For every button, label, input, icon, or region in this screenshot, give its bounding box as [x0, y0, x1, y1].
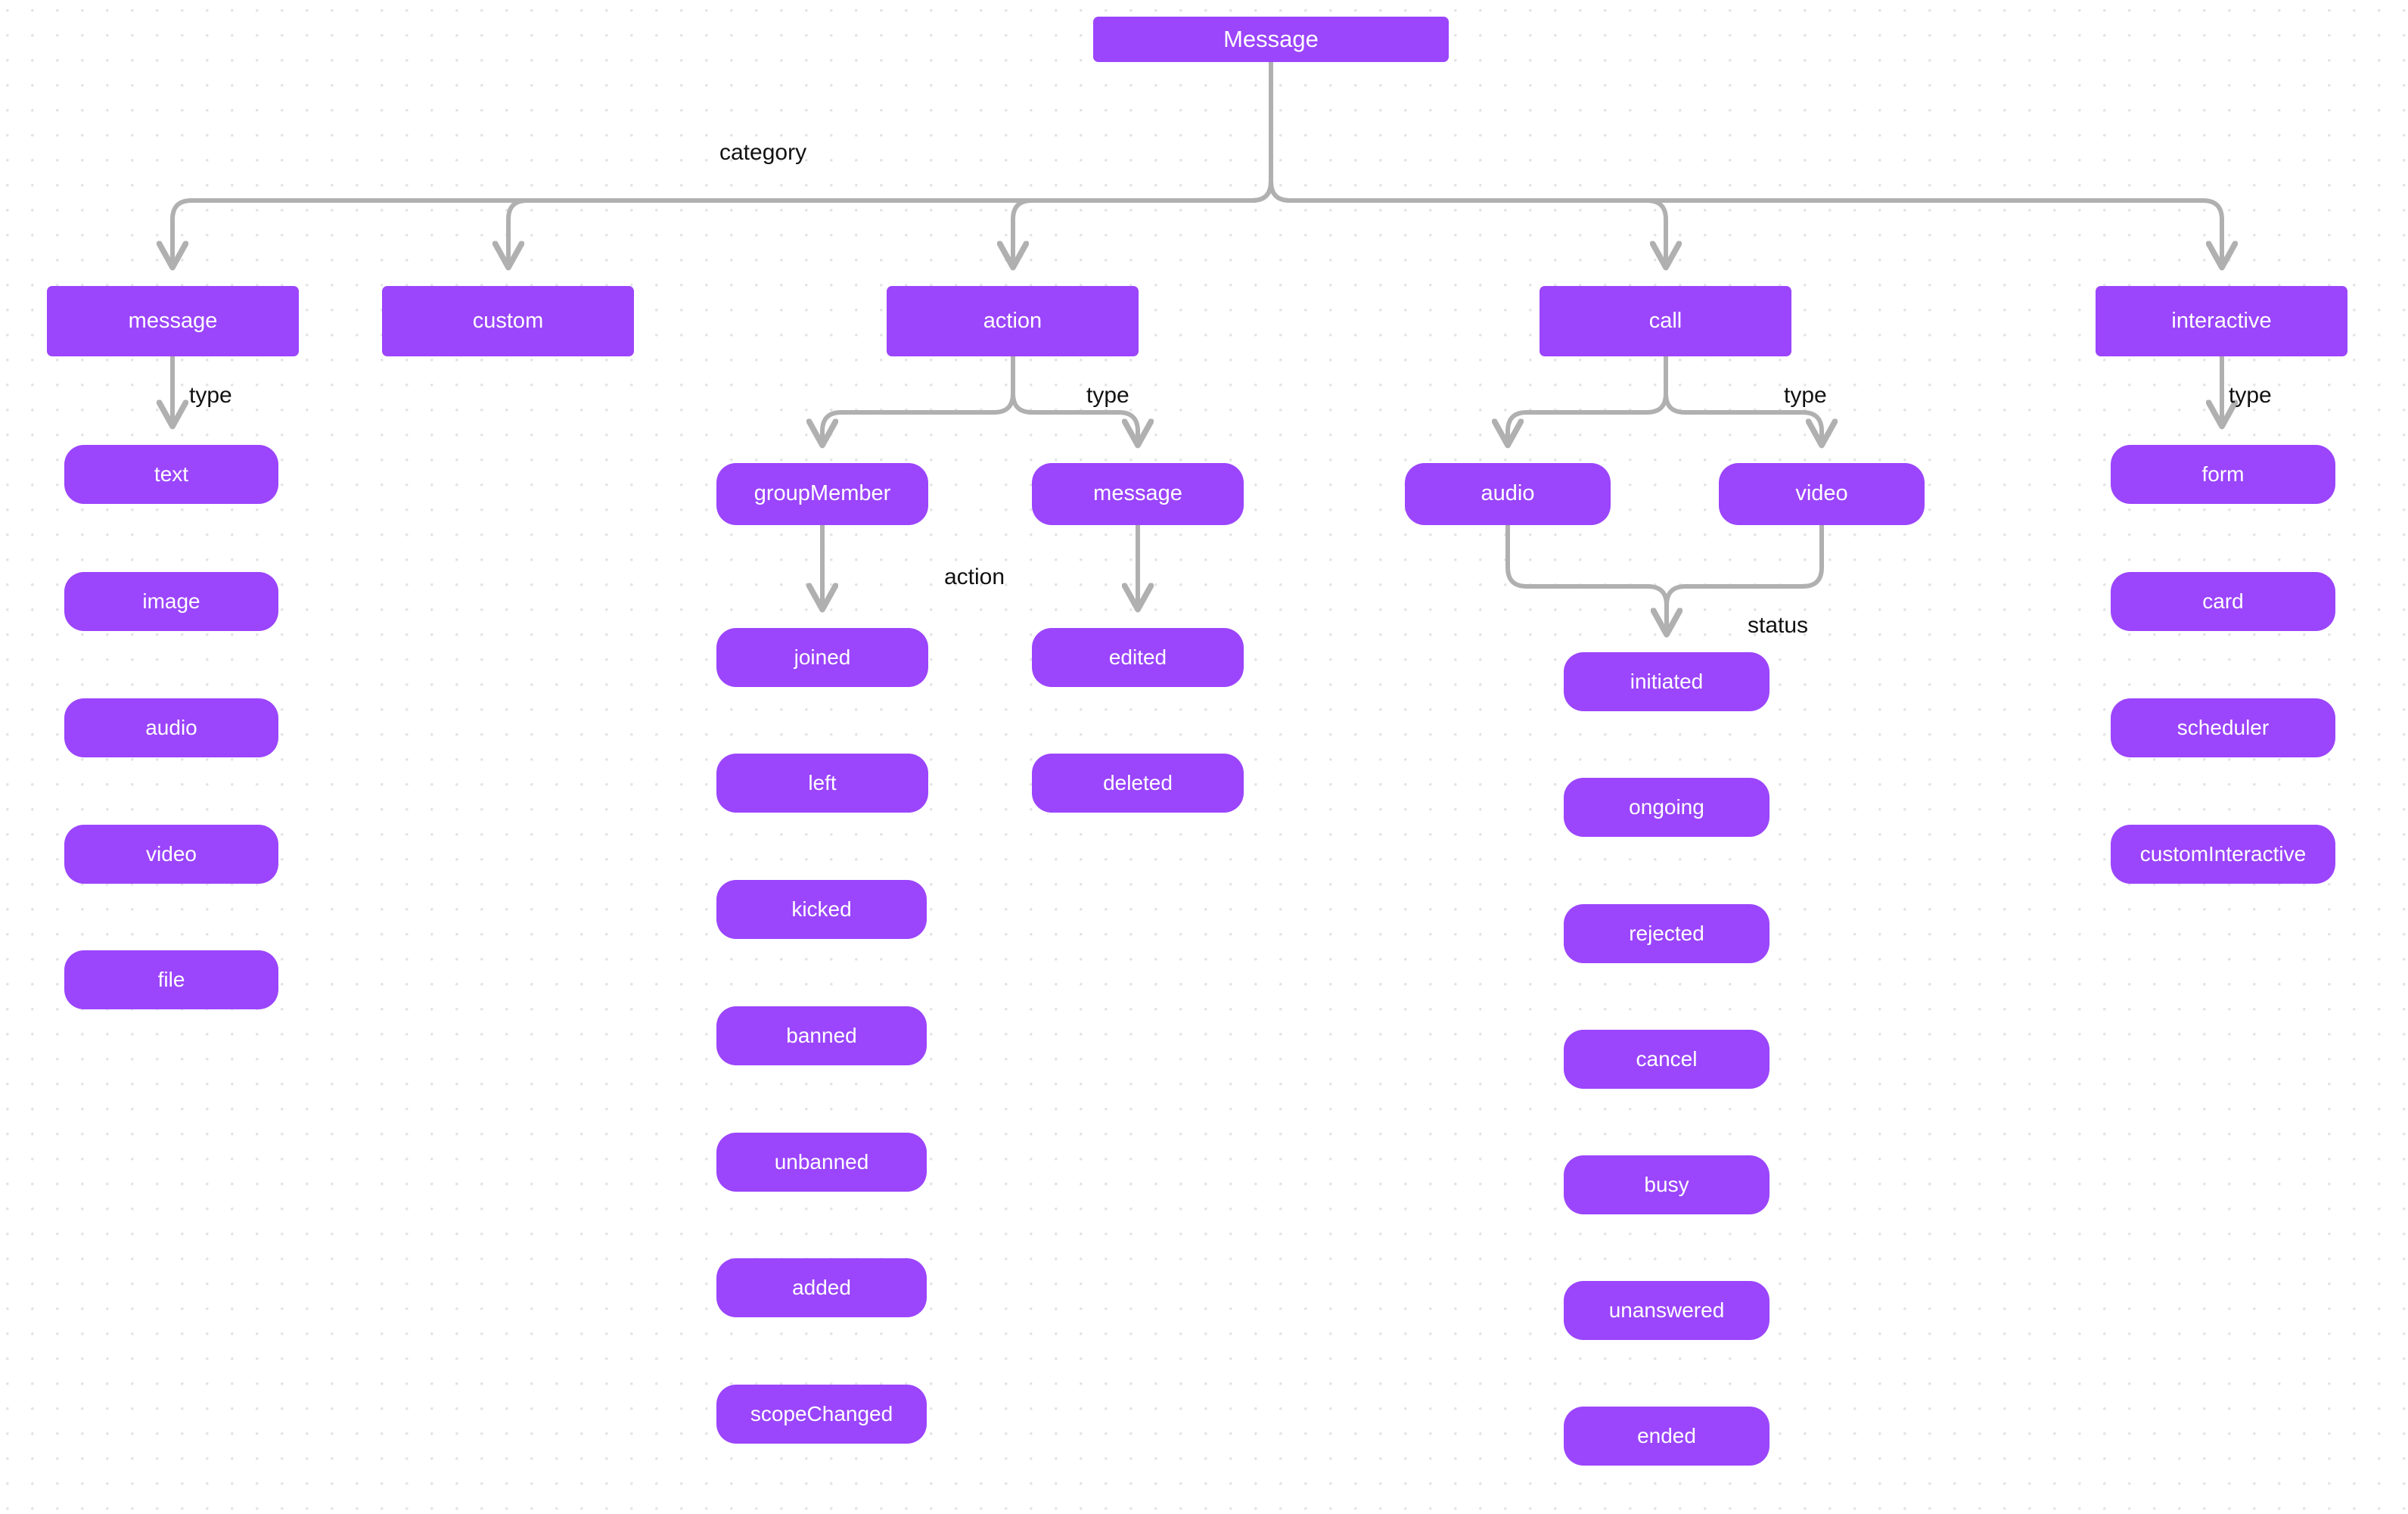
edge-message-to-action: [1013, 60, 1273, 265]
edge-message-to-interactive: [1269, 60, 2222, 265]
node-leaf-form[interactable]: form: [2111, 445, 2335, 504]
node-leaf-cancel[interactable]: cancel: [1564, 1030, 1769, 1089]
node-leaf-left[interactable]: left: [716, 754, 928, 813]
node-category-call[interactable]: call: [1540, 286, 1791, 356]
node-leaf-kicked[interactable]: kicked: [716, 880, 927, 939]
node-leaf-file[interactable]: file: [64, 950, 278, 1009]
edge-message-to-custom: [508, 60, 1273, 265]
node-category-message[interactable]: message: [47, 286, 299, 356]
node-leaf-card[interactable]: card: [2111, 572, 2335, 631]
node-category-interactive[interactable]: interactive: [2096, 286, 2347, 356]
edge-label-type: type: [189, 383, 232, 408]
node-leaf-initiated[interactable]: initiated: [1564, 652, 1769, 711]
node-leaf-scheduler[interactable]: scheduler: [2111, 698, 2335, 757]
edge-label-type: type: [1784, 383, 1827, 408]
edge-label-status: status: [1748, 613, 1809, 638]
edge-label-type: type: [1086, 383, 1129, 408]
edge-audio-to-initiated: [1505, 523, 1667, 632]
edge-action-to-groupmember: [822, 354, 1015, 443]
node-sub-message[interactable]: message: [1032, 463, 1244, 525]
node-leaf-image[interactable]: image: [64, 572, 278, 631]
edge-label-action: action: [944, 564, 1005, 589]
node-sub-audio[interactable]: audio: [1405, 463, 1611, 525]
node-leaf-added[interactable]: added: [716, 1258, 927, 1317]
node-leaf-joined[interactable]: joined: [716, 628, 928, 687]
node-leaf-video[interactable]: video: [64, 825, 278, 884]
node-leaf-unbanned[interactable]: unbanned: [716, 1133, 927, 1192]
edge-label-type: type: [2229, 383, 2272, 408]
node-leaf-custom-interactive[interactable]: customInteractive: [2111, 825, 2335, 884]
node-leaf-unanswered[interactable]: unanswered: [1564, 1281, 1769, 1340]
node-leaf-audio[interactable]: audio: [64, 698, 278, 757]
node-leaf-ongoing[interactable]: ongoing: [1564, 778, 1769, 837]
edge-message-to-call: [1269, 60, 1666, 265]
node-leaf-banned[interactable]: banned: [716, 1006, 927, 1065]
edge-call-to-audio: [1508, 354, 1668, 443]
node-leaf-busy[interactable]: busy: [1564, 1155, 1769, 1214]
node-root-message[interactable]: Message: [1093, 17, 1449, 62]
node-category-custom[interactable]: custom: [382, 286, 634, 356]
node-leaf-rejected[interactable]: rejected: [1564, 904, 1769, 963]
node-leaf-edited[interactable]: edited: [1032, 628, 1244, 687]
node-leaf-ended[interactable]: ended: [1564, 1407, 1769, 1466]
edge-label-category: category: [719, 140, 807, 165]
node-sub-video[interactable]: video: [1719, 463, 1925, 525]
node-leaf-text[interactable]: text: [64, 445, 278, 504]
node-leaf-deleted[interactable]: deleted: [1032, 754, 1244, 813]
node-leaf-scope-changed[interactable]: scopeChanged: [716, 1385, 927, 1444]
node-category-action[interactable]: action: [887, 286, 1139, 356]
node-sub-group-member[interactable]: groupMember: [716, 463, 928, 525]
